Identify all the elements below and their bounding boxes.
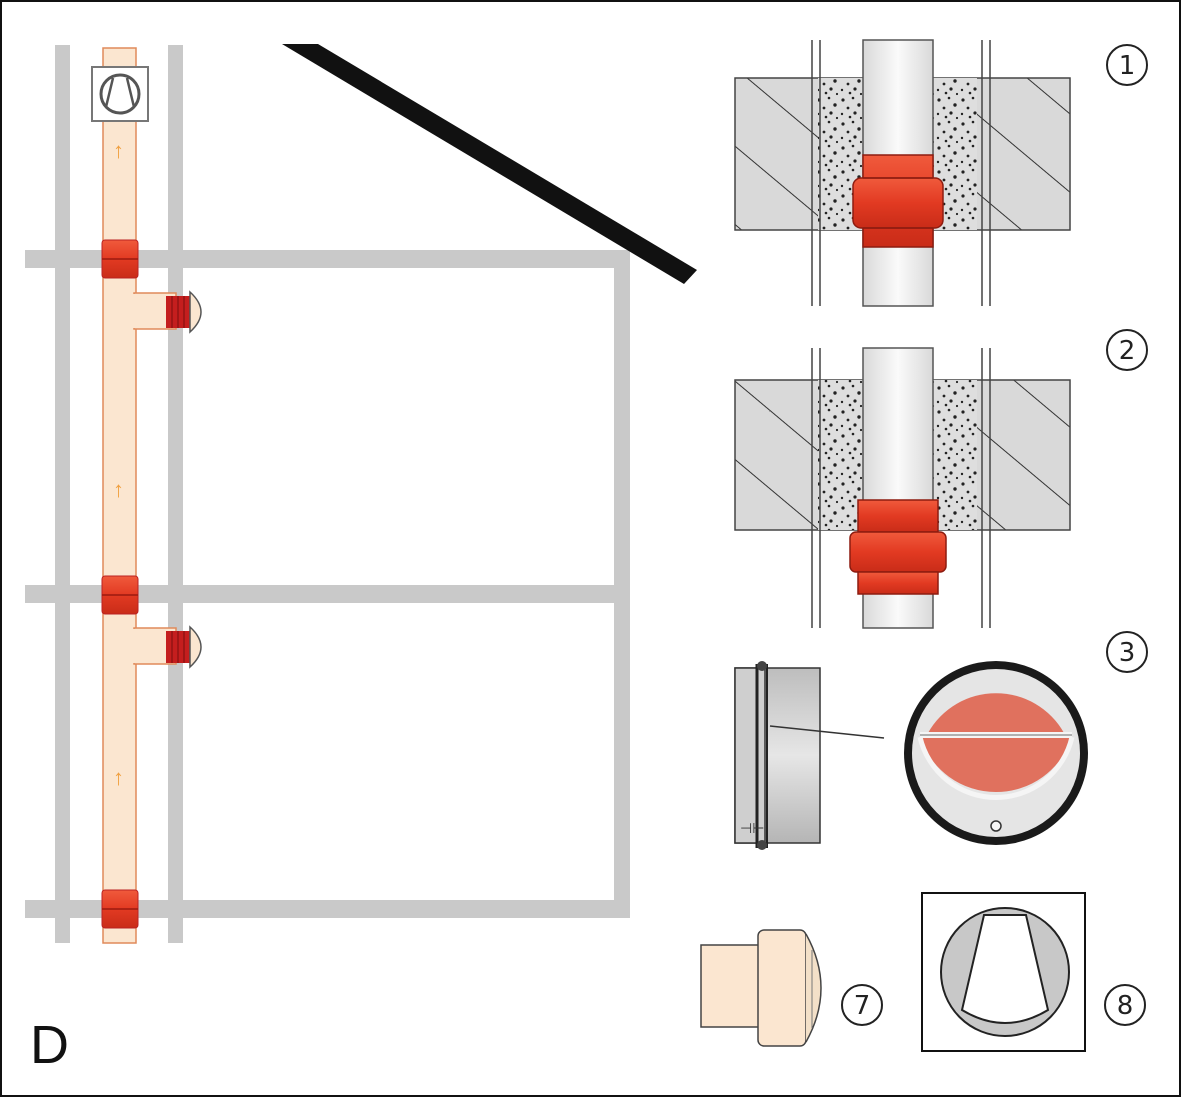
svg-text:7: 7	[854, 991, 871, 1021]
label-3: 3	[1106, 631, 1148, 673]
label-1: 1	[1106, 44, 1148, 86]
exhaust-valve-lower	[166, 625, 202, 669]
svg-text:↑: ↑	[113, 765, 124, 790]
svg-text:2: 2	[1119, 336, 1136, 366]
building-structure	[25, 45, 630, 943]
svg-text:1: 1	[1119, 51, 1136, 81]
label-8: 8	[1104, 984, 1146, 1026]
exhaust-valve-upper	[166, 290, 202, 334]
duct-fire-sleeves	[101, 239, 139, 929]
detail-3-fire-damper: ⊣⊢	[734, 661, 1088, 850]
roof-fan-icon	[91, 66, 149, 122]
detail-8-roof-fan	[921, 892, 1086, 1052]
label-2: 2	[1106, 329, 1148, 371]
svg-text:↑: ↑	[113, 477, 124, 502]
svg-text:3: 3	[1119, 638, 1136, 668]
roof-line	[282, 44, 697, 284]
svg-text:⊣⊢: ⊣⊢	[740, 820, 764, 836]
label-7: 7	[841, 984, 883, 1026]
detail-1-sleeve-in-slab	[734, 39, 1071, 307]
detail-7-exhaust-valve	[700, 929, 822, 1047]
vertical-duct: ↑ ↑ ↑	[102, 47, 177, 944]
svg-text:8: 8	[1117, 991, 1134, 1021]
detail-2-sleeve-under-slab	[734, 347, 1071, 629]
panel-letter: D	[30, 1015, 69, 1075]
svg-text:↑: ↑	[113, 138, 124, 163]
